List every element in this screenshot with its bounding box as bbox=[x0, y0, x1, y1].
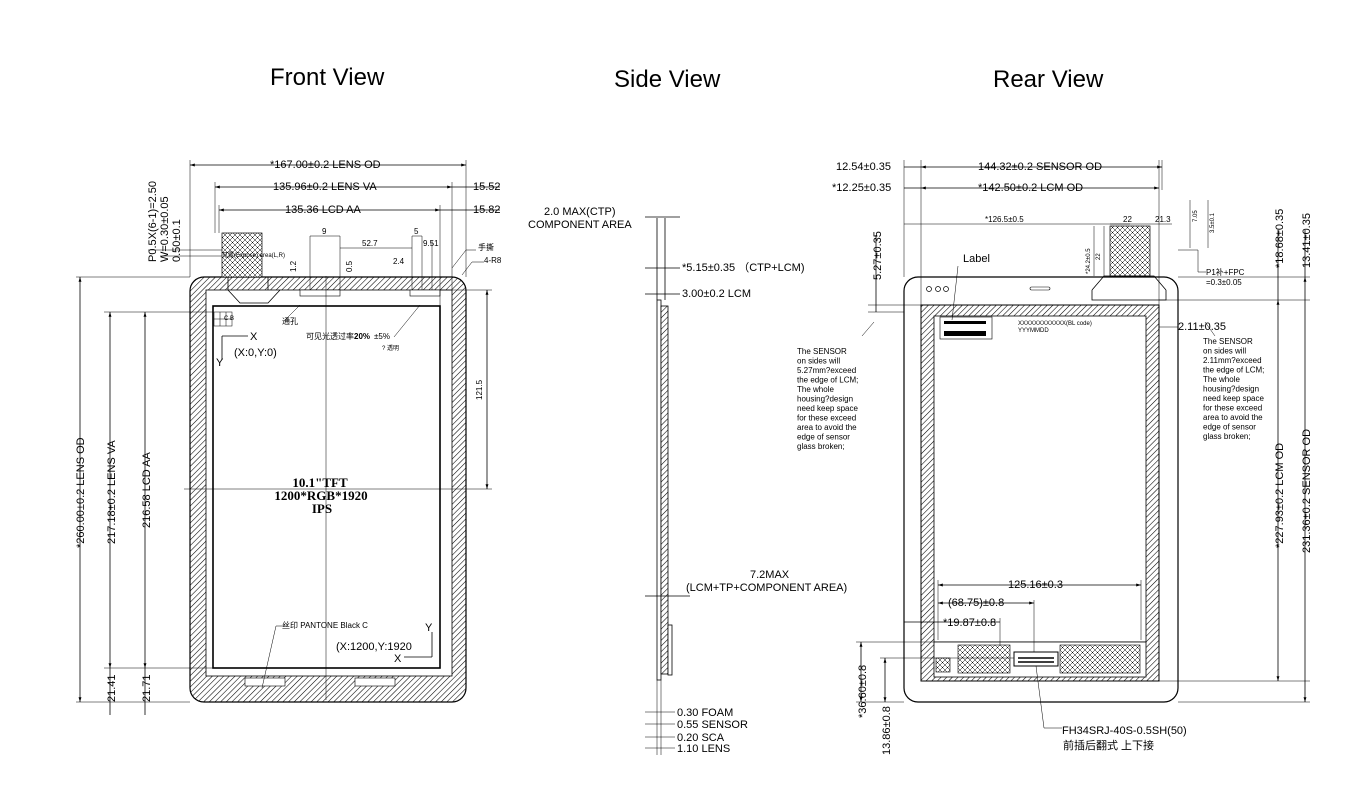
dim-527: 52.7 bbox=[362, 239, 378, 248]
rear-view: Label XXXXXXXXXXXX(BL code) YYYMMDD 12.5… bbox=[797, 160, 1313, 755]
dim-width: W=0.30±0.05 bbox=[159, 196, 171, 262]
rear-dim-sensor-od-w: 144.32±0.2 SENSOR OD bbox=[978, 161, 1102, 173]
rear-note-right: The SENSOR on sides will 2.11mm?exceed t… bbox=[1203, 337, 1267, 441]
side-lcm: 3.00±0.2 LCM bbox=[682, 288, 751, 300]
dim-lcd-aa-w: 135.36 LCD AA bbox=[285, 204, 361, 216]
dim-12: 1.2 bbox=[289, 260, 298, 272]
rear-dim-211: 2.11±0.35 bbox=[1178, 321, 1226, 333]
front-end-x: X bbox=[394, 653, 402, 665]
rear-dim-1868: *18.68±0.35 bbox=[1274, 209, 1286, 268]
rear-dim-lcm-od-h: *227.93±0.2 LCM OD bbox=[1274, 443, 1286, 548]
side-sensor: 0.55 SENSOR bbox=[677, 719, 748, 731]
dim-1215: 121.5 bbox=[475, 379, 484, 400]
rear-dim-22: 22 bbox=[1123, 215, 1132, 224]
front-origin-x: X bbox=[250, 331, 258, 343]
side-lens-dim: 1.10 LENS bbox=[677, 743, 730, 755]
front-transmit-value: 20% bbox=[354, 332, 370, 341]
front-transmit-prefix: 可见光透过率 bbox=[306, 331, 354, 341]
panel-line1: 10.1"TFT bbox=[292, 475, 348, 490]
front-hole-label: 通孔 bbox=[282, 316, 298, 326]
rear-connector bbox=[1013, 651, 1059, 667]
side-foam: 0.30 FOAM bbox=[677, 707, 733, 719]
dim-lcd-aa-h: 216.58 LCD AA bbox=[141, 452, 153, 528]
rear-dim-242: *24.2±0.5 bbox=[1086, 248, 1092, 274]
front-lcd-aa bbox=[212, 305, 441, 669]
side-component: 2.0 MAX(CTP) bbox=[544, 206, 616, 218]
rear-fpc-t: =0.3±0.05 bbox=[1206, 278, 1242, 287]
front-transmit-tol: ±5% bbox=[374, 332, 390, 341]
dim-lens-od-h: *260.00±0.2 LENS OD bbox=[75, 437, 87, 548]
front-print-label: 丝印 PANTONE Black C bbox=[282, 620, 368, 630]
dim-lens-va-h: 217.18±0.2 LENS VA bbox=[106, 440, 118, 544]
rear-connector-label: FH34SRJ-40S-0.5SH(50) bbox=[1062, 725, 1187, 737]
front-q-label: ? 透明 bbox=[382, 344, 399, 352]
rear-dim-6875: (68.75)±0.8 bbox=[948, 597, 1004, 609]
side-ctp-lcm: *5.15±0.35 （CTP+LCM) bbox=[682, 261, 805, 274]
rear-dim-12516: 125.16±0.3 bbox=[1008, 579, 1063, 591]
rear-dim-705: 7.05 bbox=[1193, 210, 1199, 222]
rear-dim-1254: 12.54±0.35 bbox=[836, 161, 891, 173]
rear-label-tag: Label bbox=[963, 253, 990, 265]
front-fpc-tail bbox=[221, 232, 263, 278]
dim-24: 2.4 bbox=[393, 257, 405, 266]
rear-dim-35: 3.5±0.1 bbox=[1210, 212, 1216, 233]
panel-line3: IPS bbox=[312, 501, 332, 516]
rear-dim-lcm-od-w: *142.50±0.2 LCM OD bbox=[978, 182, 1083, 194]
side-max: 7.2MAX bbox=[750, 569, 790, 581]
dim-951: 9.51 bbox=[423, 239, 439, 248]
side-view: 2.0 MAX(CTP) COMPONENT AREA *5.15±0.35 （… bbox=[528, 206, 847, 755]
dim-thick: 0.50±0.1 bbox=[171, 219, 183, 262]
rear-dim-1265: *126.5±0.5 bbox=[985, 215, 1024, 224]
rear-connector-note: 前插后翻式 上下接 bbox=[1063, 738, 1154, 752]
side-component2: COMPONENT AREA bbox=[528, 219, 632, 231]
rear-view-title: Rear View bbox=[993, 66, 1104, 93]
rear-fpc-tail bbox=[1109, 225, 1151, 277]
dim-5: 5 bbox=[414, 227, 419, 236]
rear-dim-sensor-od-h: 231.36±0.2 SENSOR OD bbox=[1301, 429, 1313, 553]
side-lens bbox=[656, 299, 662, 681]
side-max-sub: (LCM+TP+COMPONENT AREA) bbox=[686, 582, 847, 594]
rear-dim-1341: 13.41±0.35 bbox=[1301, 213, 1313, 268]
dim-lens-od-w: *167.00±0.2 LENS OD bbox=[270, 159, 381, 171]
front-origin-end: (X:1200,Y:1920 bbox=[336, 641, 412, 653]
dim-9: 9 bbox=[322, 227, 327, 236]
front-view-title: Front View bbox=[270, 64, 385, 91]
rear-dim-1386: 13.86±0.8 bbox=[881, 706, 893, 755]
rear-dim-3660: *36.60±0.8 bbox=[857, 665, 869, 718]
dim-2171: 21.71 bbox=[141, 674, 153, 702]
dim-1552: 15.52 bbox=[473, 181, 501, 193]
front-tear-label: 手撕 bbox=[478, 242, 494, 252]
front-origin-y: Y bbox=[216, 357, 224, 369]
front-end-y: Y bbox=[425, 622, 433, 634]
rear-dim-213: 21.3 bbox=[1155, 215, 1171, 224]
dim-pitch: P0.5X(6-1)=2.50 bbox=[147, 181, 159, 262]
side-sca: 0.20 SCA bbox=[677, 732, 725, 744]
side-lcm bbox=[660, 305, 669, 675]
side-view-title: Side View bbox=[614, 66, 721, 93]
front-origin-start: (X:0,Y:0) bbox=[234, 347, 277, 359]
rear-dim-527: 5.27±0.35 bbox=[872, 231, 884, 280]
rear-fpc: P1补+FPC bbox=[1206, 267, 1245, 277]
dim-1582: 15.82 bbox=[473, 204, 501, 216]
front-view: C B *167.00±0.2 LENS OD 135.96±0.2 LENS … bbox=[75, 159, 502, 715]
rear-dim-22v: 22 bbox=[1096, 253, 1102, 260]
rear-lcm-inner bbox=[933, 315, 1147, 643]
front-expose-note: 见露(Expose) area(L,R) bbox=[222, 252, 285, 259]
front-cb-mark: C B bbox=[224, 316, 234, 322]
dim-2141: 21.41 bbox=[106, 674, 118, 702]
rear-dim-1987: *19.87±0.8 bbox=[943, 617, 996, 629]
rear-dim-1225: *12.25±0.35 bbox=[832, 182, 891, 194]
dim-lens-va-w: 135.96±0.2 LENS VA bbox=[273, 181, 377, 193]
rear-label-date: YYYMMDD bbox=[1018, 328, 1049, 334]
panel-line2: 1200*RGB*1920 bbox=[274, 488, 367, 503]
rear-label-id: XXXXXXXXXXXX(BL code) bbox=[1018, 321, 1092, 327]
front-radius-label: 4-R8 bbox=[484, 256, 502, 265]
dim-05: 0.5 bbox=[345, 260, 354, 272]
rear-note-left: The SENSOR on sides will 5.27mm?exceed t… bbox=[797, 347, 861, 451]
